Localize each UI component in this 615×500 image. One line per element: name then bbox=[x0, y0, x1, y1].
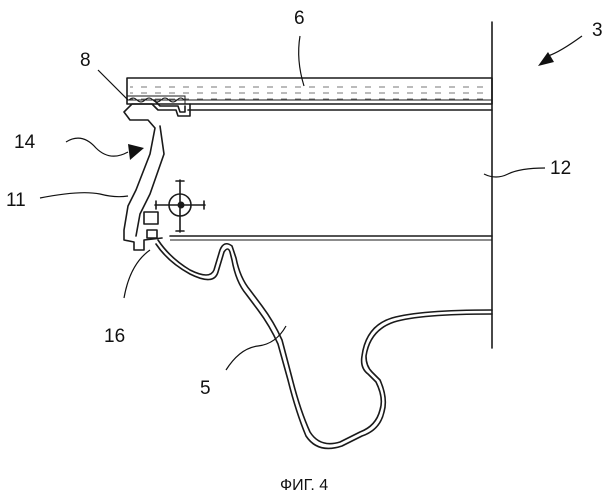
label-6: 6 bbox=[294, 8, 305, 29]
label-3: 3 bbox=[592, 20, 603, 41]
top-plate bbox=[126, 77, 493, 105]
arrowhead-3 bbox=[538, 52, 554, 66]
clip-element bbox=[143, 211, 159, 239]
profile-bracket bbox=[123, 99, 191, 251]
lower-profile bbox=[155, 239, 493, 450]
label-5: 5 bbox=[200, 378, 211, 399]
figure-caption: ФИГ. 4 bbox=[280, 477, 328, 494]
leader-line-5 bbox=[225, 325, 287, 371]
arrowhead-14 bbox=[128, 144, 144, 160]
label-11: 11 bbox=[6, 190, 26, 211]
leader-line-11 bbox=[39, 192, 129, 199]
leader-line-14 bbox=[65, 137, 129, 157]
leader-line-8 bbox=[97, 69, 129, 101]
leader-line-12 bbox=[483, 167, 546, 178]
label-8: 8 bbox=[80, 50, 91, 71]
leader-line-6 bbox=[298, 35, 305, 87]
leader-line-16 bbox=[123, 249, 151, 299]
leader-line-3 bbox=[547, 35, 583, 57]
label-16: 16 bbox=[104, 326, 125, 347]
label-14: 14 bbox=[14, 132, 36, 153]
label-12: 12 bbox=[550, 158, 571, 179]
round-fastener bbox=[154, 179, 206, 233]
